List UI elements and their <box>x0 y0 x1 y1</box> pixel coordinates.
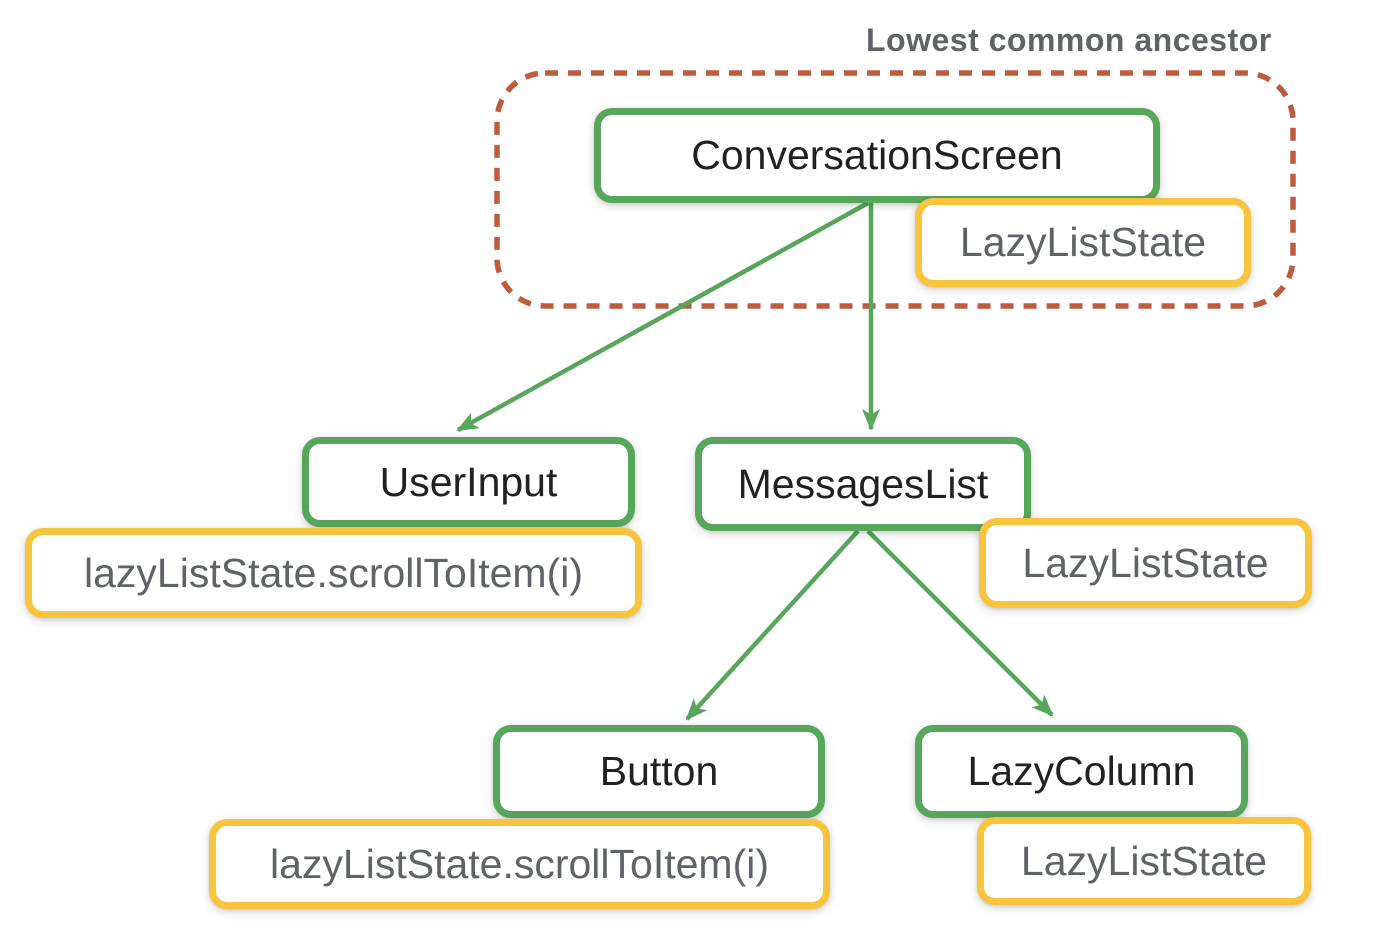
state-badge-conversation-screen: LazyListState <box>915 198 1251 287</box>
node-user-input: UserInput <box>302 437 635 527</box>
node-button: Button <box>493 725 825 818</box>
edge-messageslist-lazycolumn <box>866 529 1054 717</box>
node-messages-list: MessagesList <box>695 437 1031 531</box>
diagram-title: Lowest common ancestor <box>866 22 1272 58</box>
edge-conversationscreen-userinput <box>456 201 870 432</box>
state-badge-lazy-column: LazyListState <box>977 817 1311 905</box>
state-badge-button: lazyListState.scrollToItem(i) <box>209 819 830 909</box>
node-lazy-column: LazyColumn <box>915 725 1248 818</box>
lowest-common-ancestor-boundary <box>494 70 1296 309</box>
edge-messageslist-button <box>685 529 860 721</box>
state-badge-messages-list: LazyListState <box>979 518 1312 608</box>
node-conversation-screen: ConversationScreen <box>594 108 1160 203</box>
state-badge-user-input: lazyListState.scrollToItem(i) <box>25 528 642 618</box>
